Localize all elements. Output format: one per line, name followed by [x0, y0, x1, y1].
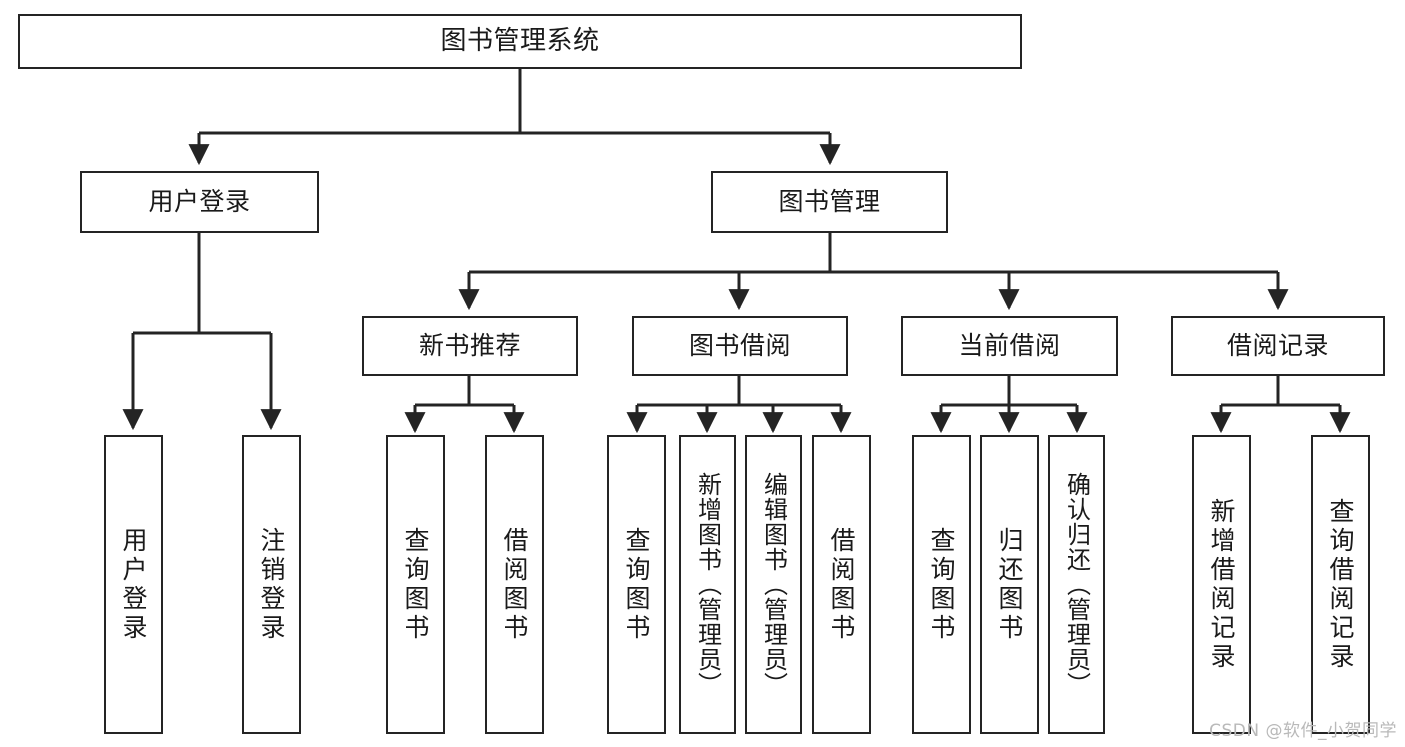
node-book-manage[interactable]: 图书管理 [711, 171, 948, 233]
node-leaf-query-record[interactable]: 查询借阅记录 [1311, 435, 1370, 734]
node-leaf-confirm-return-label: 确认归还（管理员） [1062, 472, 1091, 697]
node-current-borrow-label: 当前借阅 [958, 331, 1061, 361]
node-leaf-return-book[interactable]: 归还图书 [980, 435, 1039, 734]
node-leaf-add-book-label: 新增图书（管理员） [693, 472, 722, 697]
node-leaf-borrow-book-1-label: 借阅图书 [500, 526, 529, 643]
node-root-label: 图书管理系统 [440, 26, 600, 57]
node-leaf-query-book-2-label: 查询图书 [622, 526, 651, 643]
node-borrow-record[interactable]: 借阅记录 [1171, 316, 1385, 376]
node-leaf-query-book-1-label: 查询图书 [401, 526, 430, 643]
node-leaf-user-login-label: 用户登录 [119, 526, 148, 643]
node-leaf-user-login[interactable]: 用户登录 [104, 435, 163, 734]
watermark: CSDN @软件_小贺同学 [1209, 721, 1397, 741]
node-book-manage-label: 图书管理 [778, 187, 881, 217]
node-user-login[interactable]: 用户登录 [80, 171, 319, 233]
node-new-book-rec[interactable]: 新书推荐 [362, 316, 578, 376]
node-book-borrow-label: 图书借阅 [688, 331, 791, 361]
node-leaf-query-book-3[interactable]: 查询图书 [912, 435, 971, 734]
node-user-login-label: 用户登录 [148, 187, 251, 217]
node-leaf-query-book-3-label: 查询图书 [927, 526, 956, 643]
node-leaf-add-book[interactable]: 新增图书（管理员） [679, 435, 736, 734]
node-leaf-add-record-label: 新增借阅记录 [1207, 497, 1236, 672]
node-new-book-rec-label: 新书推荐 [418, 331, 521, 361]
node-borrow-record-label: 借阅记录 [1226, 331, 1329, 361]
node-leaf-logout[interactable]: 注销登录 [242, 435, 301, 734]
node-leaf-add-record[interactable]: 新增借阅记录 [1192, 435, 1251, 734]
node-book-borrow[interactable]: 图书借阅 [632, 316, 848, 376]
node-current-borrow[interactable]: 当前借阅 [901, 316, 1118, 376]
node-leaf-borrow-book-1[interactable]: 借阅图书 [485, 435, 544, 734]
node-root[interactable]: 图书管理系统 [18, 14, 1022, 69]
node-leaf-borrow-book-2[interactable]: 借阅图书 [812, 435, 871, 734]
node-leaf-return-book-label: 归还图书 [995, 526, 1024, 643]
node-leaf-borrow-book-2-label: 借阅图书 [827, 526, 856, 643]
node-leaf-query-book-2[interactable]: 查询图书 [607, 435, 666, 734]
node-leaf-query-book-1[interactable]: 查询图书 [386, 435, 445, 734]
node-leaf-edit-book-label: 编辑图书（管理员） [759, 472, 788, 697]
node-leaf-query-record-label: 查询借阅记录 [1326, 497, 1355, 672]
node-leaf-edit-book[interactable]: 编辑图书（管理员） [745, 435, 802, 734]
node-leaf-logout-label: 注销登录 [257, 526, 286, 643]
node-leaf-confirm-return[interactable]: 确认归还（管理员） [1048, 435, 1105, 734]
